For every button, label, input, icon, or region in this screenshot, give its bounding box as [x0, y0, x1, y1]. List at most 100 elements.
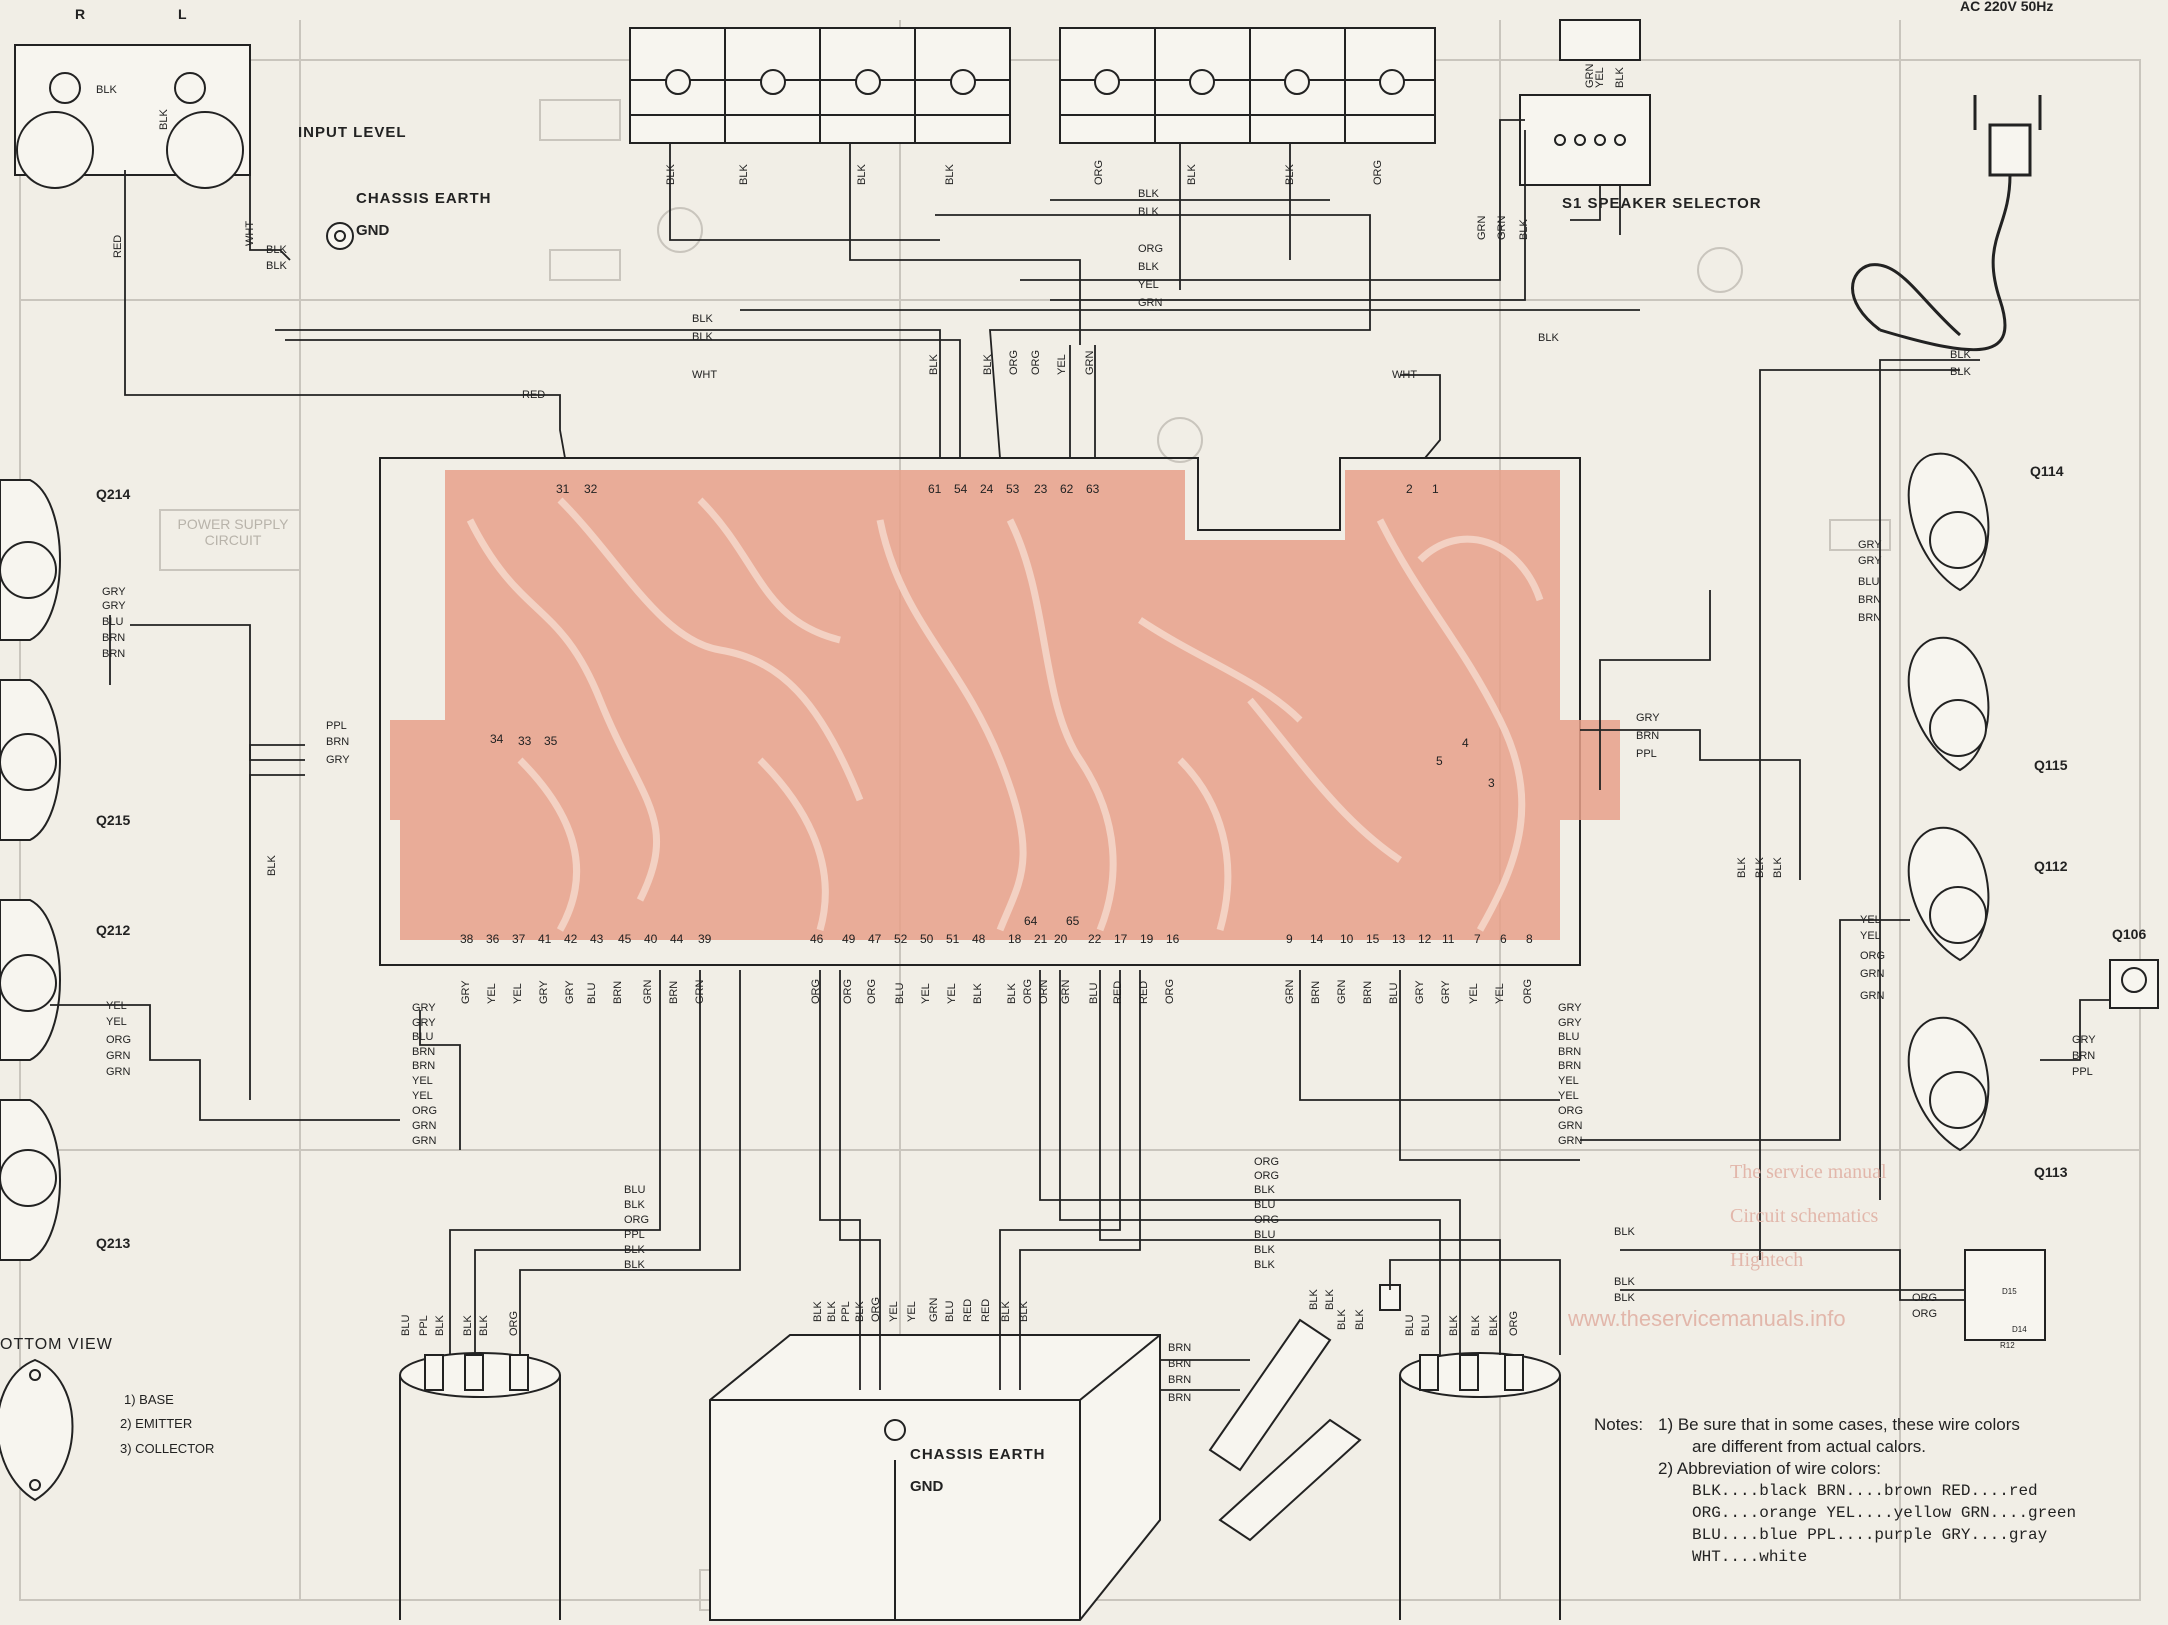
wire-label: GRN	[412, 1120, 437, 1132]
wire-label: BRN	[412, 1060, 436, 1072]
wire-label: BRN	[1362, 980, 1374, 1004]
wire-label: BLK	[972, 983, 984, 1004]
transistor-q214: Q214	[96, 486, 131, 502]
pin-label: 23	[1034, 482, 1048, 496]
wire-label: GRY	[460, 980, 472, 1004]
wire-label: YEL	[1558, 1075, 1579, 1087]
wire-label: GRY	[2072, 1034, 2096, 1046]
wire-label: ORG	[508, 1310, 520, 1336]
wire-label: ORG	[1008, 349, 1020, 375]
wire-label: BLK	[856, 164, 868, 185]
wire-label: ORG	[1860, 950, 1886, 962]
transistor-q213: Q213	[96, 1235, 131, 1251]
wire-label: GRN	[1336, 979, 1348, 1004]
pin-label: 48	[972, 932, 986, 946]
wire-label: GRN	[1476, 215, 1488, 240]
wire-label: ORG	[870, 1296, 882, 1322]
wire-label: ORG	[1030, 349, 1042, 375]
wire-label: RED	[112, 234, 124, 258]
wire-label: YEL	[1860, 914, 1881, 926]
resistor-r12-label: R12	[2000, 1341, 2015, 1350]
pin-label: 8	[1526, 932, 1533, 946]
wire-label: YEL	[1494, 983, 1506, 1004]
wire-label: PPL	[624, 1229, 645, 1241]
wire-label: ORG	[1912, 1308, 1938, 1320]
pin-label: 40	[644, 932, 658, 946]
wire-label: GRN	[928, 1297, 940, 1322]
wire-label: BRN	[326, 736, 350, 748]
wire-label: GRY	[1440, 980, 1452, 1004]
wire-label: ORG	[1022, 978, 1034, 1004]
legend-collector: 3) COLLECTOR	[120, 1441, 215, 1456]
wire-label: GRN	[1138, 297, 1163, 309]
wire-label: RED	[1138, 980, 1150, 1004]
wire-label: ORG	[1254, 1170, 1280, 1182]
pin-label: 6	[1500, 932, 1507, 946]
wire-label: BLK	[624, 1199, 645, 1211]
watermark-line: Hightech	[1730, 1249, 1804, 1271]
notes-item: 2) Abbreviation of wire colors:	[1658, 1459, 1881, 1478]
pin-label: 42	[564, 932, 578, 946]
wire-label: BLK	[1308, 1289, 1320, 1310]
pin-label: 41	[538, 932, 552, 946]
wire-label: BLK	[692, 313, 713, 325]
wire-label: BLK	[266, 260, 287, 272]
wire-label: ORG	[1254, 1214, 1280, 1226]
wire-label: YEL	[412, 1075, 433, 1087]
wire-label: GRN	[1558, 1120, 1583, 1132]
wire-label: BLU	[1558, 1031, 1580, 1043]
wire-label: BLK	[462, 1315, 474, 1336]
wire-label: BLK	[1950, 349, 1971, 361]
wire-label: GRY	[412, 1002, 436, 1014]
abbreviation-line: BLK....black BRN....brown RED....red	[1692, 1482, 2038, 1500]
wire-label: BLK	[982, 354, 994, 375]
wire-label: YEL	[1594, 67, 1606, 88]
pin-label: 52	[894, 932, 908, 946]
wire-label: GRY	[1558, 1017, 1582, 1029]
wire-label: BRN	[1558, 1060, 1582, 1072]
pin-label: 49	[842, 932, 856, 946]
power-plug-label: AC 220V 50Hz	[1960, 0, 2054, 14]
pin-label: 64	[1024, 914, 1038, 928]
pin-label: 19	[1140, 932, 1154, 946]
wire-label: BLK	[1254, 1184, 1275, 1196]
pin-label: 33	[518, 734, 532, 748]
pin-label: 35	[544, 734, 558, 748]
pin-label: 54	[954, 482, 968, 496]
wire-label: ORG	[866, 978, 878, 1004]
wire-label: YEL	[1056, 354, 1068, 375]
pin-label: 1	[1432, 482, 1439, 496]
wire-label: YEL	[1860, 930, 1881, 942]
wire-label: BLU	[1420, 1314, 1432, 1336]
wire-label: BRN	[412, 1046, 436, 1058]
wire-label: BRN	[1168, 1342, 1192, 1354]
wire-label: GRN	[1084, 350, 1096, 375]
pin-label: 12	[1418, 932, 1432, 946]
wire-label: BLK	[1006, 983, 1018, 1004]
speaker-selector-label: S1 SPEAKER SELECTOR	[1562, 195, 1762, 212]
wire-label: BLK	[692, 331, 713, 343]
wire-label: BLK	[1138, 206, 1159, 218]
pin-label: 62	[1060, 482, 1074, 496]
transistors-right	[1907, 452, 2159, 1152]
wire-label: BRN	[1168, 1392, 1192, 1404]
wire-label: BLK	[1772, 857, 1784, 878]
watermark-url: www.theservicemanuals.info	[1568, 1306, 1846, 1331]
wire-label: ORG	[842, 978, 854, 1004]
pin-label: 17	[1114, 932, 1128, 946]
pin-label: 13	[1392, 932, 1406, 946]
pin-label: 51	[946, 932, 960, 946]
wire-label: BLK	[1254, 1259, 1275, 1271]
wire-label: RED	[1112, 980, 1124, 1004]
wire-label: BLK	[1614, 1276, 1635, 1288]
wire-label: YEL	[1558, 1090, 1579, 1102]
wire-label: GRN	[412, 1135, 437, 1147]
wire-label: BRN	[1636, 730, 1660, 742]
speaker-selector-switch	[1519, 19, 1651, 186]
wire-label: BLK	[1018, 1301, 1030, 1322]
wire-label: YEL	[1138, 279, 1159, 291]
wire-label: GRY	[538, 980, 550, 1004]
pin-label: 21	[1034, 932, 1048, 946]
wire-label: ORG	[1558, 1105, 1584, 1117]
wire-label: BRN	[102, 632, 126, 644]
